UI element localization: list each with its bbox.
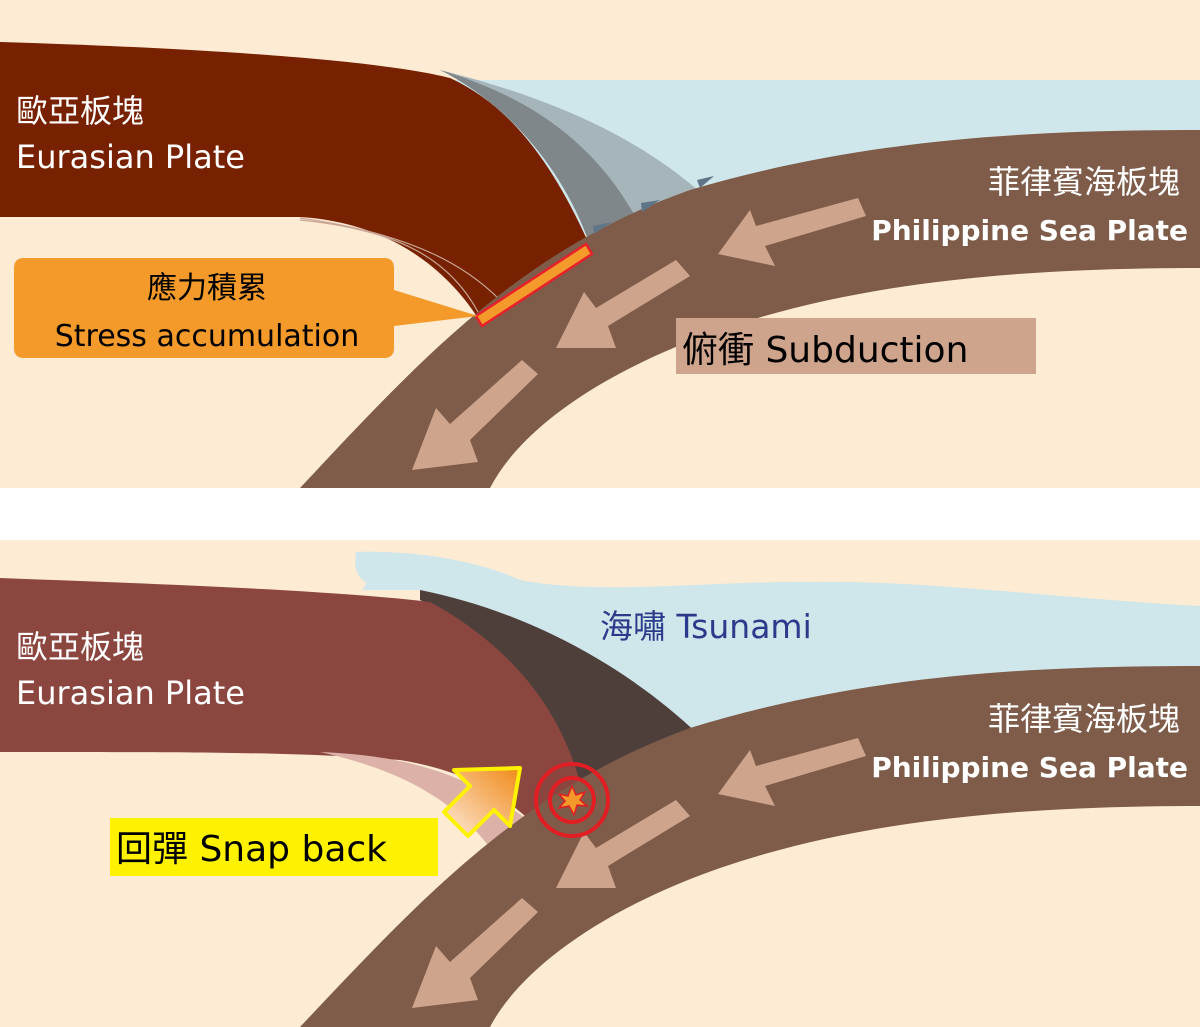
subduction-label-background	[676, 318, 1036, 374]
top-deformation-layer-dark	[440, 70, 640, 245]
subduction-label: 俯衝 Subduction	[682, 330, 968, 371]
tsunami-wave-crest	[356, 552, 420, 590]
epicenter-inner-ring	[548, 776, 596, 824]
top-subduction-arrow-icon	[412, 360, 538, 470]
top-eurasian-label-en: Eurasian Plate	[16, 138, 245, 176]
bottom-subduction-arrow-icon	[412, 898, 538, 1008]
bottom-eurasian-plate	[0, 578, 582, 830]
stress-callout-bubble	[14, 258, 478, 358]
bottom-philippine-label-zh: 菲律賓海板塊	[988, 700, 1180, 738]
stress-label-en: Stress accumulation	[55, 319, 360, 354]
tsunami-label: 海嘯 Tsunami	[600, 607, 812, 646]
bottom-panel: 歐亞板塊 Eurasian Plate 海嘯 Tsunami 菲律賓海板塊 Ph…	[0, 540, 1200, 1027]
top-subduction-arrow-icon	[718, 198, 866, 266]
stress-label-zh: 應力積累	[147, 271, 267, 306]
bottom-eurasian-label-en: Eurasian Plate	[16, 674, 245, 712]
snapback-label: 回彈 Snap back	[116, 829, 387, 870]
epicenter-outer-ring	[534, 762, 610, 838]
top-panel: 歐亞板塊 Eurasian Plate 菲律賓海板塊 Philippine Se…	[0, 0, 1200, 488]
rebound-wedge	[420, 590, 700, 790]
bottom-philippine-label-en: Philippine Sea Plate	[871, 751, 1188, 784]
bottom-eurasian-label-zh: 歐亞板塊	[16, 628, 144, 666]
top-strain-line	[299, 219, 479, 313]
snapback-arrow-icon	[442, 766, 522, 838]
top-philippine-plate	[300, 130, 1200, 488]
compression-arrow-icon	[697, 176, 714, 188]
compression-arrow-icon	[593, 222, 612, 234]
bottom-subduction-arrow-icon	[556, 800, 690, 888]
compression-arrow-icon	[641, 200, 660, 212]
top-strain-line	[299, 217, 501, 301]
top-philippine-label-en: Philippine Sea Plate	[871, 214, 1188, 247]
bottom-subduction-arrow-icon	[718, 738, 866, 806]
bottom-philippine-plate	[300, 666, 1200, 1027]
bottom-eurasian-underside	[320, 752, 540, 862]
top-eurasian-label-zh: 歐亞板塊	[16, 92, 144, 130]
top-philippine-label-zh: 菲律賓海板塊	[988, 163, 1180, 201]
stress-accumulation-bar	[474, 242, 594, 328]
tsunami-sea	[355, 551, 1200, 736]
epicenter-burst-icon	[556, 784, 590, 817]
snapback-label-background	[110, 818, 438, 876]
top-eurasian-plate	[0, 42, 590, 318]
top-subduction-arrow-icon	[556, 260, 690, 348]
